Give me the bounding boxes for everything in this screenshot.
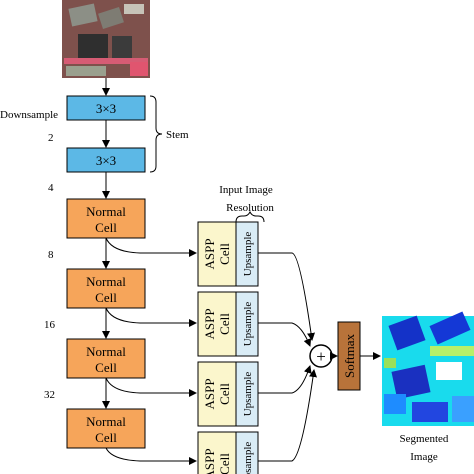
aspp-cell-1-label-line2: Cell — [217, 243, 232, 265]
aspp-cell-3-box — [197, 361, 237, 427]
output-label-line1: Segmented — [400, 433, 449, 445]
normal-cell-4: Normal Cell — [66, 408, 146, 449]
arrow-cell2-to-aspp2 — [105, 307, 197, 327]
normal-cell-4-box — [66, 408, 146, 449]
stem-conv2-box — [66, 147, 146, 173]
sum-node: + — [309, 344, 333, 368]
input-aerial-image — [62, 0, 150, 78]
upsample-4-label: Upsample — [242, 442, 254, 474]
output-label-line2: Image — [410, 451, 438, 463]
aspp-cell-4-label-line2: Cell — [217, 453, 232, 474]
input-resolution-label-line2: Resolution — [226, 202, 274, 214]
downsample-factor-8: 8 — [48, 249, 54, 261]
arrow-cell3-to-aspp3 — [105, 377, 197, 397]
sum-symbol: + — [316, 347, 326, 366]
downsample-factor-16: 16 — [44, 319, 56, 331]
stem-conv1-box — [66, 95, 146, 121]
stem-conv2-label: 3×3 — [96, 153, 116, 168]
input-resolution-label-line1: Input Image — [219, 184, 273, 196]
aspp-cell-2-label-line2: Cell — [217, 313, 232, 335]
softmax-block: Softmax — [337, 321, 361, 391]
upsample-2-label: Upsample — [242, 302, 254, 347]
stem-label: Stem — [166, 129, 189, 141]
stem-conv1: 3×3 — [66, 95, 146, 121]
arrow-cell4-to-aspp4 — [105, 447, 197, 465]
arrow-upsample1-to-sum — [258, 252, 315, 341]
upsample-1-box — [235, 221, 259, 287]
arrow-upsample2-to-sum — [258, 322, 312, 347]
arrow-upsample4-to-sum — [258, 369, 317, 462]
stem-brace — [149, 95, 163, 173]
stem-conv2: 3×3 — [66, 147, 146, 173]
downsample-factor-4: 4 — [48, 182, 54, 194]
downsample-factor-32: 32 — [44, 389, 55, 401]
upsample-3-box — [235, 361, 259, 427]
aspp-cell-4-label-line1: ASPP — [202, 448, 217, 474]
aspp-cell-2: ASPP Cell Upsample — [197, 291, 259, 357]
normal-cell-4-label-line2: Cell — [95, 430, 117, 445]
arrow-cell1-to-aspp1 — [105, 237, 197, 257]
aspp-cell-4-box — [197, 431, 237, 474]
aspp-cell-3-label-line2: Cell — [217, 383, 232, 405]
normal-cell-1-label-line1: Normal — [86, 204, 126, 219]
aspp-cell-2-label-line1: ASPP — [202, 308, 217, 339]
output-segmented-image — [382, 311, 474, 426]
normal-cell-2-box — [66, 268, 146, 309]
aspp-cell-4: ASPP Cell Upsample — [197, 431, 259, 474]
upsample-2-box — [235, 291, 259, 357]
aspp-cell-1: ASPP Cell Upsample — [197, 221, 259, 287]
normal-cell-2-label-line1: Normal — [86, 274, 126, 289]
normal-cell-2: Normal Cell — [66, 268, 146, 309]
upsample-3-label: Upsample — [242, 372, 254, 417]
aspp-cell-1-label-line1: ASPP — [202, 238, 217, 269]
downsample-factor-2: 2 — [48, 132, 54, 144]
normal-cell-3-box — [66, 338, 146, 379]
upsample-1-label: Upsample — [242, 232, 254, 277]
downsample-label: Downsample — [0, 109, 58, 121]
normal-cell-1: Normal Cell — [66, 198, 146, 239]
softmax-label: Softmax — [342, 333, 357, 378]
arrow-upsample3-to-sum — [258, 365, 312, 394]
upsample-4-box — [235, 431, 259, 474]
input-resolution-brace — [235, 210, 265, 223]
stem-conv1-label: 3×3 — [96, 101, 116, 116]
normal-cell-2-label-line2: Cell — [95, 290, 117, 305]
normal-cell-1-label-line2: Cell — [95, 220, 117, 235]
aspp-cell-3: ASPP Cell Upsample — [197, 361, 259, 427]
aspp-cell-2-box — [197, 291, 237, 357]
aspp-cell-3-label-line1: ASPP — [202, 378, 217, 409]
normal-cell-4-label-line1: Normal — [86, 414, 126, 429]
normal-cell-3-label-line1: Normal — [86, 344, 126, 359]
normal-cell-3: Normal Cell — [66, 338, 146, 379]
normal-cell-3-label-line2: Cell — [95, 360, 117, 375]
